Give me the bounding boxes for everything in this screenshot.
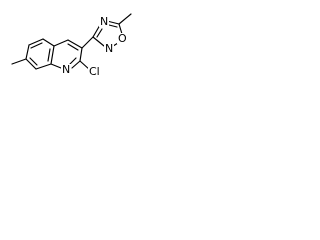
bond-c8-c8a <box>35 63 52 70</box>
oxadiazole-n4-label: N <box>100 15 108 28</box>
quinoline-oxadiazole-link-bond <box>81 36 94 49</box>
quinoline-n-label: N <box>62 63 70 76</box>
bond-c3-c2 <box>79 47 83 62</box>
atom-label-group-o1: O <box>117 32 128 45</box>
chemical-structure-diagram: N O N Cl N <box>11 13 132 78</box>
bond-c4a-c5 <box>42 38 55 47</box>
atom-label-group-quinoline-n: N <box>61 63 71 76</box>
quinoline-pyridine-ring <box>50 39 83 69</box>
label-background <box>88 66 103 77</box>
bond-c8a-c4a <box>50 45 55 65</box>
bond-c4a-c4 <box>53 39 69 47</box>
label-background <box>99 16 109 27</box>
bond-c4-c3 <box>67 39 83 49</box>
bond-n2-c3 <box>92 36 105 47</box>
inner-double-bond-c5-c6 <box>30 42 43 49</box>
oxadiazole-o1-label: O <box>118 32 127 45</box>
atom-label-group-cl: Cl <box>88 65 103 78</box>
oxadiazole-n2-label: N <box>105 42 113 55</box>
bond-c5-o1 <box>118 23 123 35</box>
methyl-bond-quinoline <box>11 58 27 65</box>
bond-c2-n1 <box>71 60 81 69</box>
inner-double-bond-c3-n4 <box>96 28 103 38</box>
label-background <box>61 64 71 75</box>
bond-c5-c6 <box>28 38 44 46</box>
label-background <box>117 33 128 44</box>
label-background <box>104 43 114 54</box>
inner-double-bond-c4-c3 <box>67 43 79 51</box>
methyl-bond-oxadiazole <box>118 13 132 25</box>
chloro-label: Cl <box>89 65 100 78</box>
bond-c7-c8 <box>25 58 37 70</box>
inner-double-bond-c2-n1 <box>69 57 77 65</box>
bond-n1-c8a <box>50 63 62 69</box>
inner-double-bond-c7-c8 <box>29 57 38 66</box>
bond-c3-n4 <box>92 24 101 38</box>
inner-double-bond-n4-c5 <box>108 24 118 28</box>
quinoline-benzene-ring <box>25 38 55 70</box>
atom-label-group-n4: N <box>99 15 109 28</box>
inner-double-bond-c8a-c4a <box>47 48 51 62</box>
bond-c6-c7 <box>25 44 30 60</box>
atom-label-group-n2: N <box>104 42 114 55</box>
